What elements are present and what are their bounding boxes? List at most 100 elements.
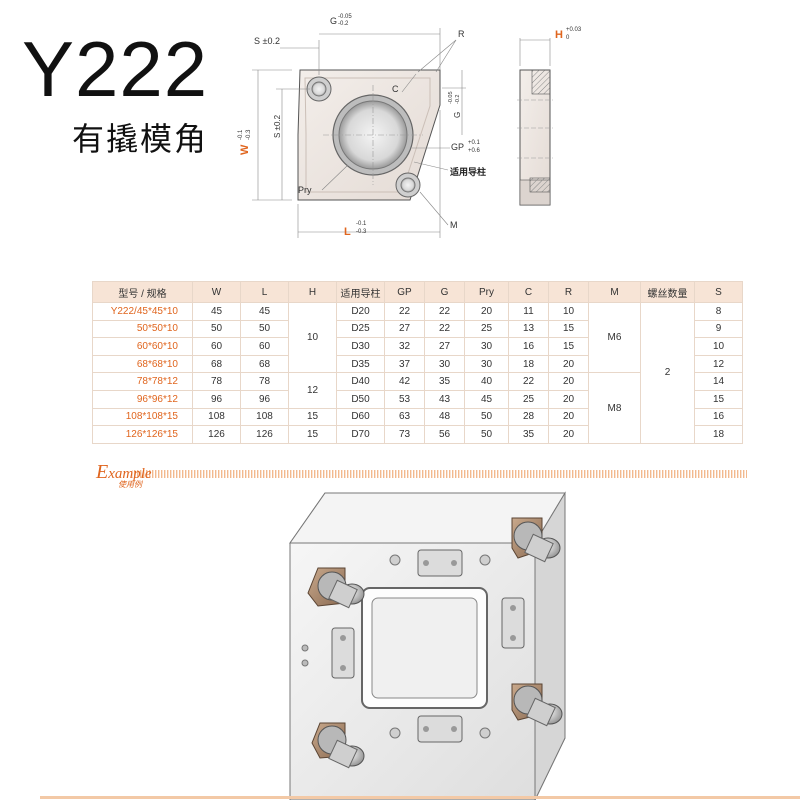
col-header: S xyxy=(694,281,743,303)
technical-drawing: S ±0.2 G -0.05 -0.2 R C W -0.1 -0.3 S ±0… xyxy=(238,14,582,238)
dim-gp-tol-lower: +0.6 xyxy=(468,148,481,154)
cell-c: 22 xyxy=(508,372,549,391)
cell-r: 20 xyxy=(548,389,589,409)
cell-model: 126*126*15 xyxy=(92,425,193,444)
cell-g: 30 xyxy=(424,354,465,374)
cell-s: 9 xyxy=(694,319,743,339)
dim-guide-post: 适用导柱 xyxy=(450,166,486,178)
dim-m: M xyxy=(450,220,458,230)
col-header: R xyxy=(548,281,589,303)
cell-pry: 40 xyxy=(464,372,509,391)
cell-w: 68 xyxy=(192,354,241,374)
cell-guide: D40 xyxy=(336,372,385,391)
dim-g: G xyxy=(330,16,337,26)
bottom-accent-line xyxy=(40,796,800,799)
cell-gp: 73 xyxy=(384,425,425,444)
table-row: 96*96*12 96 96 D50 53 43 45 25 20 15 xyxy=(92,389,743,409)
cell-g: 56 xyxy=(424,425,465,444)
cell-gp: 63 xyxy=(384,407,425,427)
dim-s-side: S ±0.2 xyxy=(273,114,282,138)
cell-pry: 25 xyxy=(464,319,509,339)
cell-w: 50 xyxy=(192,319,241,339)
cell-g: 35 xyxy=(424,372,465,391)
cell-model: 68*68*10 xyxy=(92,354,193,374)
cell-guide: D20 xyxy=(336,302,385,321)
dim-w-tol-lower: -0.3 xyxy=(246,129,252,140)
dim-g-side-tol-upper: -0.05 xyxy=(448,91,454,104)
corner-block-tr xyxy=(511,517,561,563)
cell-g: 22 xyxy=(424,319,465,339)
dim-g-tol-upper: -0.05 xyxy=(338,14,352,20)
product-name: 有撬模角 xyxy=(72,120,209,158)
col-header: H xyxy=(288,281,337,303)
table-header-row: 型号 / 规格 W L H 适用导柱 GP G Pry C R M 螺丝数量 S xyxy=(92,281,743,303)
dim-h-tol-upper: +0.03 xyxy=(566,27,582,33)
cell-gp: 42 xyxy=(384,372,425,391)
cell-s: 18 xyxy=(694,425,743,444)
corner-block-br xyxy=(511,683,563,727)
cell-w: 96 xyxy=(192,389,241,409)
cell-guide: D30 xyxy=(336,337,385,356)
col-header: G xyxy=(424,281,465,303)
cell-guide: D50 xyxy=(336,389,385,409)
dim-l-tol-lower: -0.3 xyxy=(356,229,367,235)
cell-w: 78 xyxy=(192,372,241,391)
cell-pry: 30 xyxy=(464,337,509,356)
dim-g-side-tol-lower: -0.2 xyxy=(455,95,461,104)
cell-screws: 2 xyxy=(640,302,695,444)
example-heading-initial: E xyxy=(96,461,109,483)
cell-s: 10 xyxy=(694,337,743,356)
corner-block-bl xyxy=(311,722,365,769)
cell-pry: 50 xyxy=(464,407,509,427)
cell-model: 60*60*10 xyxy=(92,337,193,356)
cell-g: 22 xyxy=(424,302,465,321)
cell-l: 60 xyxy=(240,337,289,356)
dim-l-tol-upper: -0.1 xyxy=(356,221,367,227)
cell-pry: 50 xyxy=(464,425,509,444)
cell-gp: 32 xyxy=(384,337,425,356)
cell-w: 126 xyxy=(192,425,241,444)
cell-r: 20 xyxy=(548,407,589,427)
cell-s: 8 xyxy=(694,302,743,321)
dim-gp-tol-upper: +0.1 xyxy=(468,140,481,146)
corner-block-tl xyxy=(307,567,365,609)
cell-c: 16 xyxy=(508,337,549,356)
col-header: 型号 / 规格 xyxy=(92,281,193,303)
cell-m: M6 xyxy=(588,301,641,374)
dim-r: R xyxy=(458,29,465,39)
dim-h-tol-lower: 0 xyxy=(566,35,570,41)
dim-g-tol-lower: -0.2 xyxy=(338,21,349,27)
dim-s-top: S ±0.2 xyxy=(254,36,280,46)
usage-example-illustration xyxy=(289,491,566,800)
cell-c: 28 xyxy=(508,407,549,427)
cell-r: 10 xyxy=(548,302,589,321)
cell-h: 15 xyxy=(288,407,337,427)
table-row: 60*60*10 60 60 D30 32 27 30 16 15 10 xyxy=(92,337,743,356)
dim-l: L xyxy=(344,226,351,238)
cell-r: 20 xyxy=(548,425,589,444)
cell-l: 45 xyxy=(240,302,289,321)
cell-c: 11 xyxy=(508,302,549,321)
dim-pry: Pry xyxy=(298,185,312,195)
dim-g-side: G xyxy=(453,112,462,118)
cell-gp: 27 xyxy=(384,319,425,339)
cell-m: M8 xyxy=(588,372,641,444)
cell-guide: D60 xyxy=(336,407,385,427)
cell-h: 15 xyxy=(288,425,337,444)
cell-s: 15 xyxy=(694,389,743,409)
cell-r: 20 xyxy=(548,354,589,374)
col-header: W xyxy=(192,281,241,303)
cell-l: 108 xyxy=(240,407,289,427)
col-header: M xyxy=(588,281,641,303)
dim-c: C xyxy=(392,84,399,94)
cell-model: 78*78*12 xyxy=(92,372,193,391)
col-header: 适用导柱 xyxy=(336,281,385,303)
product-code: Y222 xyxy=(22,25,209,113)
cell-c: 35 xyxy=(508,425,549,444)
cell-gp: 37 xyxy=(384,354,425,374)
example-heading-rest: xample xyxy=(108,466,152,482)
cell-model: 96*96*12 xyxy=(92,389,193,409)
dim-w-tol-upper: -0.1 xyxy=(238,129,244,140)
cell-r: 15 xyxy=(548,337,589,356)
spec-table: 型号 / 规格 W L H 适用导柱 GP G Pry C R M 螺丝数量 S… xyxy=(92,281,743,444)
